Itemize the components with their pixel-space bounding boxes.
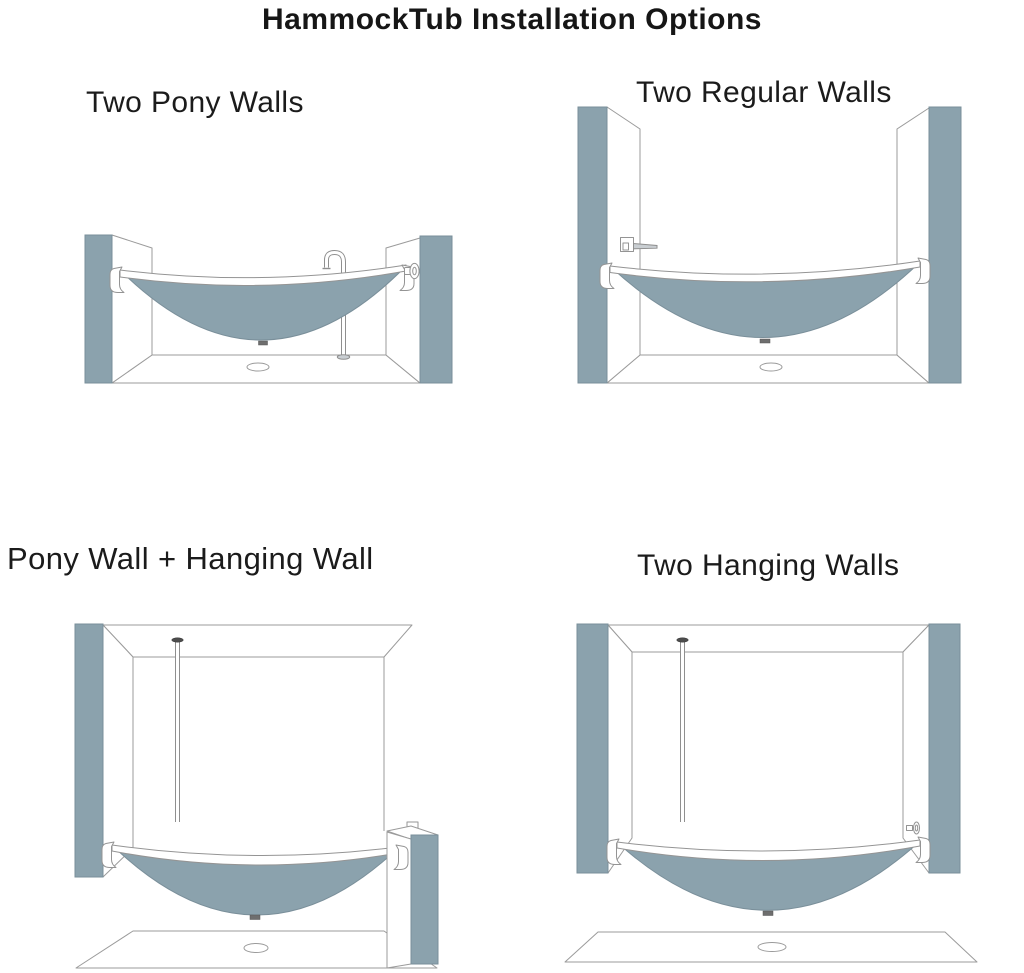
left-mount-bracket-icon	[109, 266, 125, 293]
tub-drain-fitting	[762, 910, 774, 916]
panel-label-pony-wall-hanging-wall: Pony Wall + Hanging Wall	[7, 541, 374, 576]
floor-drain	[757, 942, 787, 952]
ceiling	[607, 624, 930, 653]
pony-wall-left	[84, 234, 113, 384]
regular-wall-left	[577, 106, 608, 384]
hanging-wall-left	[576, 623, 609, 874]
pony-wall-hanging-wall-diagram	[74, 623, 439, 969]
floor-drain	[759, 362, 783, 372]
right-mount-bracket-icon	[915, 257, 931, 284]
panel-label-two-hanging-walls: Two Hanging Walls	[637, 549, 900, 582]
pony-wall-right	[419, 235, 453, 384]
hanging-wall-left	[74, 623, 104, 878]
left-wall-inner-face	[607, 624, 633, 874]
tub-drain-fitting	[249, 914, 261, 920]
tub-drain-fitting	[258, 340, 268, 346]
left-mount-bracket-icon	[606, 838, 622, 865]
right-wall-inner-face	[902, 624, 930, 874]
pony-wall-side-face	[410, 834, 439, 965]
wall-mount-fixture-icon	[404, 262, 420, 280]
panel-label-two-pony-walls: Two Pony Walls	[86, 86, 304, 119]
ceiling	[102, 624, 413, 658]
pony-wall-right	[386, 821, 439, 969]
left-mount-bracket-icon	[599, 262, 615, 289]
floor-drain	[243, 943, 269, 953]
page-title: HammockTub Installation Options	[262, 3, 762, 36]
two-regular-walls-diagram	[577, 106, 962, 384]
hanging-wall-inner-face	[102, 624, 134, 878]
gooseneck-faucet-icon	[322, 249, 351, 360]
regular-wall-right	[928, 106, 962, 384]
floor-drain	[246, 362, 270, 372]
right-mount-bracket-icon	[393, 844, 409, 870]
wall-valve-icon	[906, 821, 920, 835]
hanging-wall-right	[928, 623, 961, 874]
tub-drain-fitting	[759, 338, 771, 344]
left-mount-bracket-icon	[101, 841, 117, 868]
ceiling-faucet-pipe-icon	[171, 637, 184, 822]
two-pony-walls-diagram	[84, 234, 453, 384]
ceiling-faucet-pipe-icon	[676, 637, 689, 822]
right-wall-inner-face	[896, 107, 930, 384]
panel-label-two-regular-walls: Two Regular Walls	[636, 76, 892, 109]
two-hanging-walls-diagram	[564, 623, 978, 963]
wall-spout-icon	[620, 237, 658, 252]
right-mount-bracket-icon	[915, 836, 931, 863]
